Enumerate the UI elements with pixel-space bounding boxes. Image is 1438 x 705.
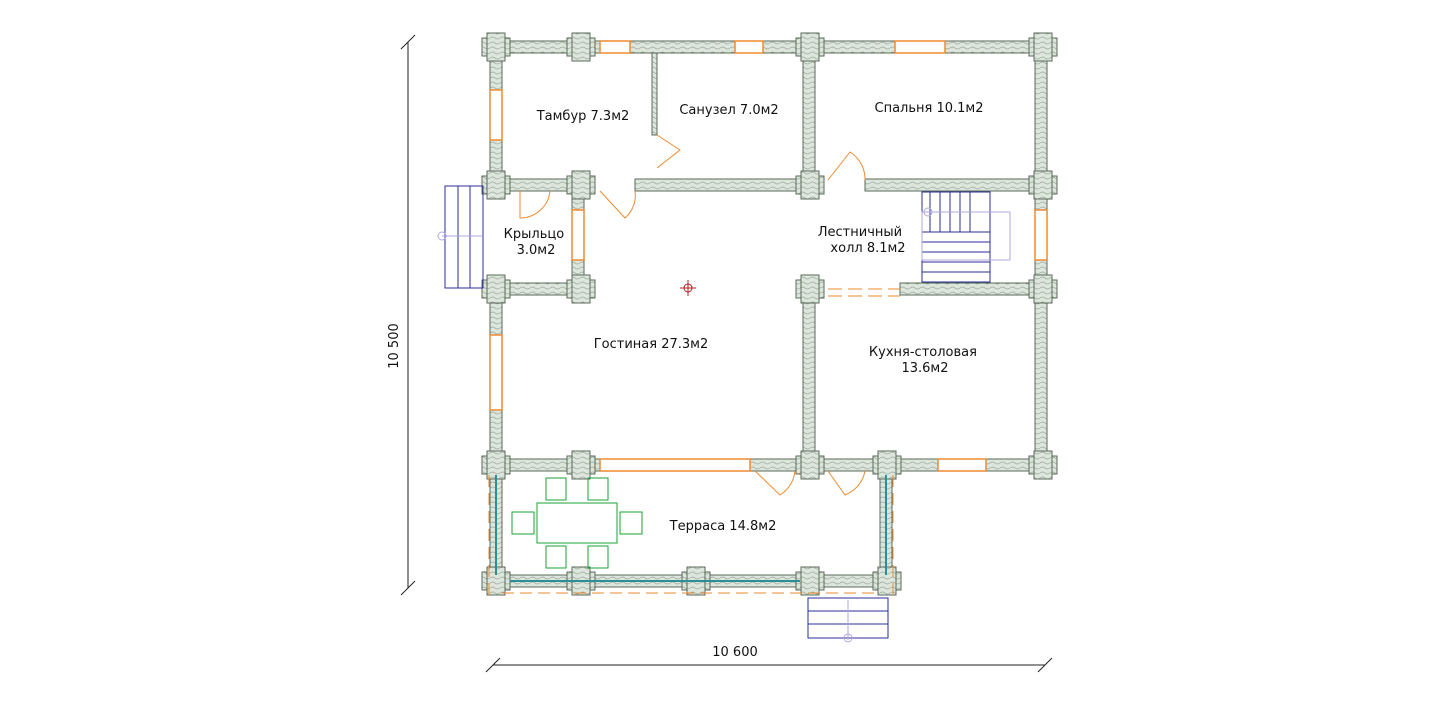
dimension-height: 10 500 <box>387 34 416 596</box>
room-label-gostinaya: Гостиная 27.3м2 <box>594 337 709 352</box>
width-label: 10 600 <box>712 645 758 660</box>
doors <box>519 134 900 496</box>
room-label-tambur: Тамбур 7.3м2 <box>536 109 630 124</box>
room-label-spalnya: Спальня 10.1м2 <box>875 101 984 116</box>
terrace-railing <box>488 475 894 595</box>
height-label: 10 500 <box>387 323 402 369</box>
stairs <box>437 185 1011 643</box>
dimension-width: 10 600 <box>485 645 1053 673</box>
dining-table-set <box>511 477 643 569</box>
room-labels: Тамбур 7.3м2 Санузел 7.0м2 Спальня 10.1м… <box>504 101 984 534</box>
room-label-kuhnya: Кухня-столовая 13.6м2 <box>869 345 981 376</box>
walls <box>481 32 1058 596</box>
room-label-sanuzel: Санузел 7.0м2 <box>679 103 778 118</box>
room-label-krylco: Крыльцо 3.0м2 <box>504 227 569 258</box>
room-label-holl: Лестничный холл 8.1м2 <box>818 225 906 256</box>
windows <box>489 40 1048 472</box>
center-marker-icon <box>680 280 696 296</box>
room-label-terrasa: Терраса 14.8м2 <box>669 519 777 534</box>
